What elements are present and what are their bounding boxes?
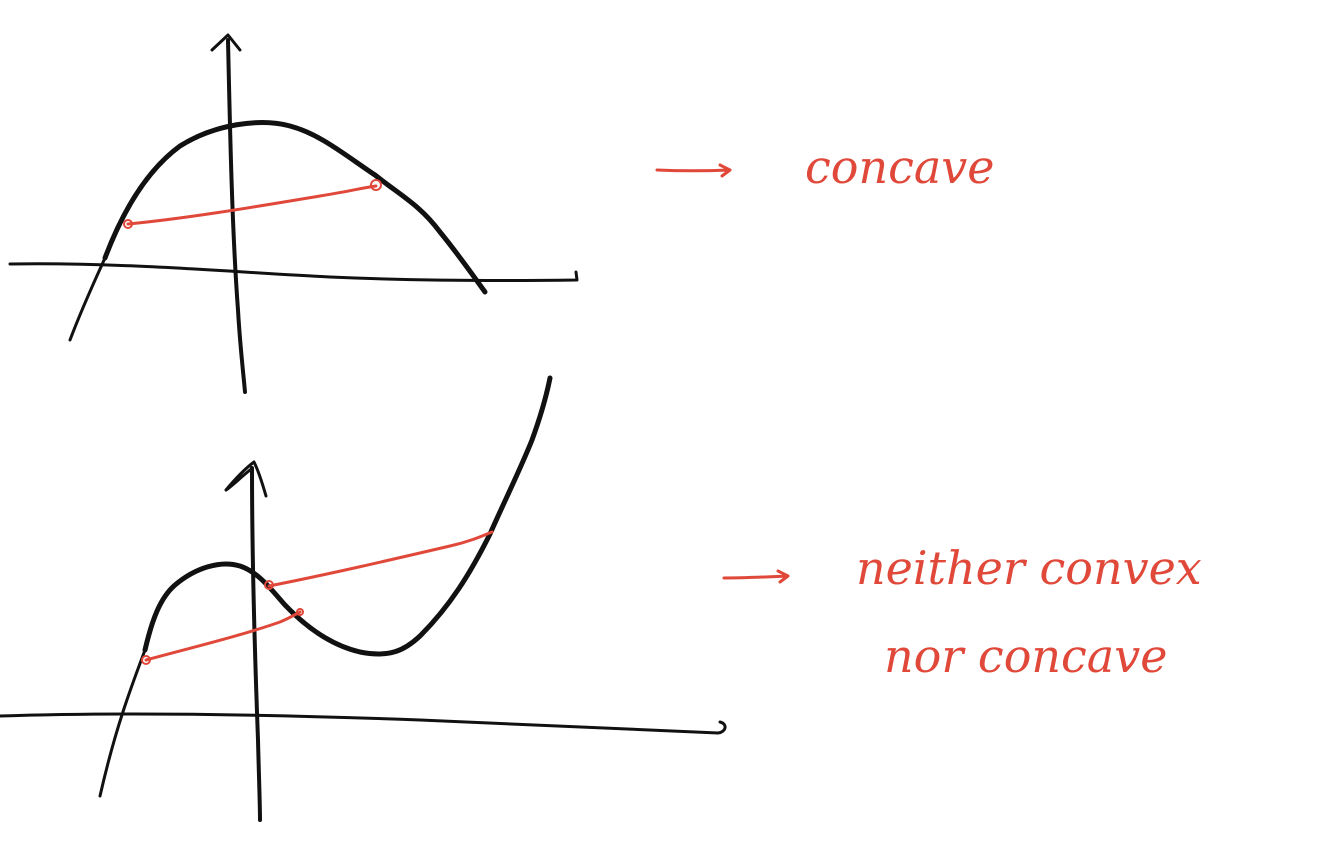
bottom-x-axis: [0, 712, 727, 735]
top-curve-tail: [68, 256, 107, 342]
bottom-graph: [0, 375, 727, 822]
bottom-y-axis: [250, 466, 262, 822]
bottom-annotation: neither convex nor concave: [722, 541, 1202, 683]
top-concave-curve: [102, 120, 488, 295]
top-chord-right-point: [370, 179, 382, 191]
top-y-axis-arrow: [210, 33, 242, 52]
top-annotation-label: concave: [805, 140, 994, 194]
bottom-annotation-label-line2: nor concave: [884, 629, 1167, 683]
top-annotation: concave: [655, 140, 994, 194]
bottom-chord-lower: [144, 610, 302, 662]
top-chord: [126, 184, 378, 226]
bottom-chord-upper: [267, 530, 494, 588]
bottom-chord-upper-left-point: [264, 580, 274, 590]
bottom-chord-lower-right-point: [296, 608, 304, 616]
bottom-chord-lower-left-point: [141, 655, 151, 665]
bottom-annotation-label-line1: neither convex: [856, 541, 1202, 595]
bottom-curve-tail: [98, 648, 147, 798]
top-graph: [8, 33, 579, 394]
bottom-cubic-curve: [142, 375, 553, 657]
top-chord-left-point: [123, 219, 133, 229]
top-annotation-arrow: [655, 163, 732, 178]
top-y-axis: [226, 38, 247, 394]
bottom-y-axis-arrow: [224, 460, 268, 498]
bottom-annotation-arrow: [722, 569, 790, 584]
top-x-axis: [8, 262, 579, 283]
